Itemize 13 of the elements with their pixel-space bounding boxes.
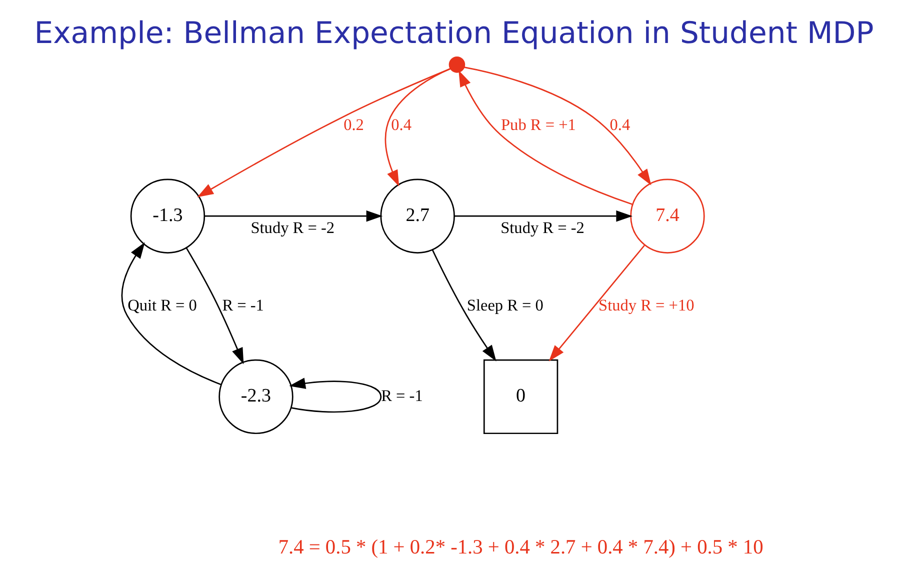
edge-label: Pub R = +1 [500,114,576,134]
edge-label: Study R = -2 [250,218,334,238]
edge-label: 0.4 [390,114,411,134]
diagram-title: Example: Bellman Expectation Equation in Student MDP [34,16,874,52]
edge-label: 0.2 [343,114,364,134]
edge-label: Study R = -2 [500,218,584,238]
edge-label: Sleep R = 0 [466,296,543,315]
edge-label: 0.4 [609,114,630,134]
edge-label: Quit R = 0 [127,296,196,315]
label: 7.4 = 0.5 * (1 + 0.2* -1.3 + 0.4 * 2.7 + 0.4 * 7.4) + 0.5 * 10 [278,536,763,559]
edge-label: R = -1 [380,386,422,405]
edge-label: R = -1 [222,296,264,315]
edge-label: Study R = +10 [598,296,694,315]
